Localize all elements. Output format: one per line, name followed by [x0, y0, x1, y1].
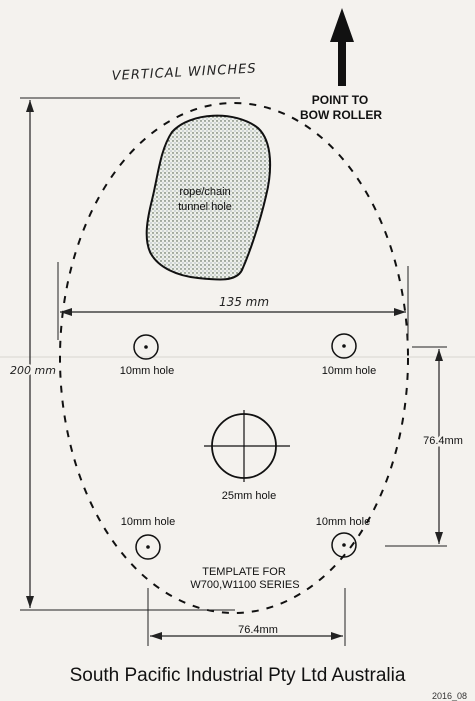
company-footer: South Pacific Industrial Pty Ltd Austral… — [69, 665, 406, 686]
height-dimension-label: 200 mm — [10, 364, 56, 377]
direction-label-line1: POINT TO — [312, 93, 368, 107]
width-dimension-label: 135 mm — [219, 295, 269, 309]
tunnel-label-line2: tunnel hole — [178, 201, 232, 213]
direction-arrow-icon — [330, 8, 354, 86]
vertical-spacing-dimension — [385, 346, 447, 547]
hole-label-top-right: 10mm hole — [322, 365, 376, 377]
footer-date: 2016_08 — [431, 691, 467, 701]
center-hole-crosshair — [204, 410, 290, 482]
bolt-hole-bottom-right — [331, 532, 357, 558]
horizontal-spacing-label: 76.4mm — [238, 624, 278, 636]
template-label-line2: W700,W1100 SERIES — [190, 579, 299, 591]
rope-chain-tunnel-shape — [145, 114, 272, 281]
direction-label-line2: BOW ROLLER — [300, 108, 382, 122]
template-label-line1: TEMPLATE FOR — [202, 566, 286, 578]
hole-label-top-left: 10mm hole — [120, 365, 174, 377]
width-dimension — [57, 262, 409, 340]
bolt-hole-top-right — [331, 333, 357, 359]
bolt-hole-top-left — [133, 334, 159, 360]
bolt-hole-bottom-left — [135, 534, 161, 560]
handwritten-title: VERTICAL WINCHES — [111, 61, 257, 84]
center-hole-label: 25mm hole — [222, 490, 276, 502]
horizontal-spacing-dimension — [147, 588, 346, 646]
hole-label-bottom-left: 10mm hole — [121, 516, 175, 528]
vertical-spacing-label: 76.4mm — [423, 435, 463, 447]
winch-base-outline — [59, 102, 409, 614]
height-dimension — [20, 97, 240, 611]
hole-label-bottom-right: 10mm hole — [316, 516, 370, 528]
tunnel-label-line1: rope/chain — [179, 186, 230, 198]
